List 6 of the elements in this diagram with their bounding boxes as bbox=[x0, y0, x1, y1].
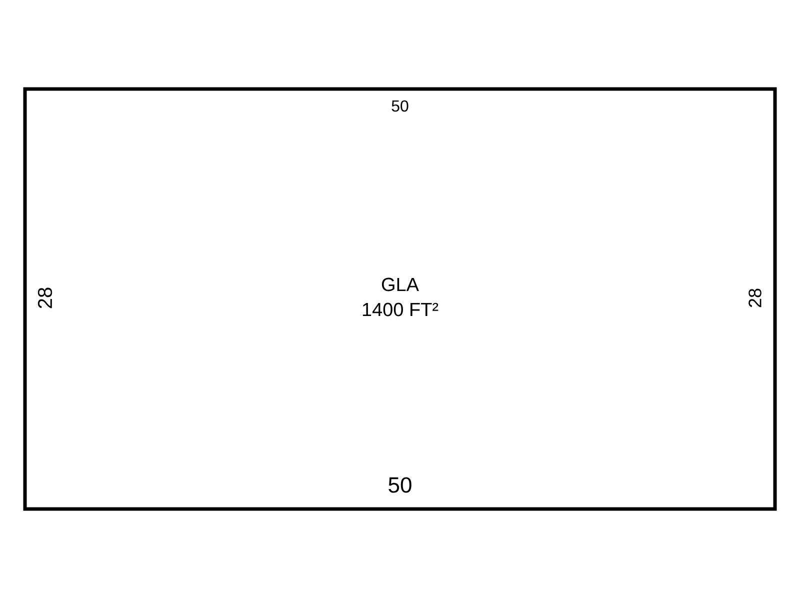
dimension-label: 50 bbox=[388, 477, 412, 493]
dimension-label: 28 bbox=[38, 288, 52, 308]
dimension-label: 28 bbox=[748, 288, 762, 308]
dimension-label: 50 bbox=[392, 100, 408, 112]
room-outline bbox=[23, 87, 777, 511]
room-label: GLA 1400 FT² bbox=[362, 278, 438, 316]
